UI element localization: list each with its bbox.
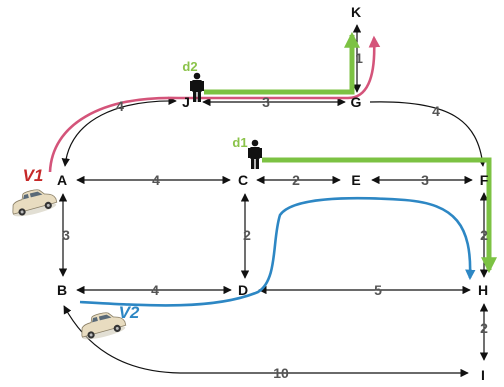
edge-weights: 4 3 1 4 4 2 3 2 3 2 4 5 2 10 [62,50,488,381]
route-v1 [48,35,381,173]
edge-B-I [63,305,469,378]
vehicle-v1-label: V1 [23,166,44,185]
weight-G-F: 4 [432,103,440,119]
car-icon [81,312,127,340]
weight-E-F: 3 [421,172,429,188]
node-G: G [351,94,362,110]
route-d2 [204,31,361,95]
vehicle-v1: V1 [12,166,58,217]
node-J: J [182,94,190,110]
node-D: D [238,282,248,298]
weight-B-D: 4 [151,282,159,298]
car-icon [12,189,58,217]
node-H: H [478,282,488,298]
weight-G-K: 1 [355,50,363,66]
routes [48,31,498,307]
person-icon [190,72,204,102]
edge-J-A [61,96,177,167]
node-B: B [57,282,67,298]
weight-B-I: 10 [273,365,289,381]
edges [58,24,489,378]
node-I: I [481,367,485,383]
person-d2: d2 [182,59,204,102]
person-icon [248,139,262,169]
node-K: K [351,4,361,20]
person-d1-label: d1 [232,135,247,150]
vehicle-v2-label: V2 [119,303,140,322]
person-d2-label: d2 [182,59,197,74]
node-E: E [351,172,360,188]
weight-J-A: 4 [116,98,124,114]
edge-G-F [369,101,487,167]
weight-A-B: 3 [62,227,70,243]
weight-H-I: 2 [480,320,488,336]
person-d1: d1 [232,135,262,169]
route-v2 [79,196,476,307]
node-F: F [480,172,489,188]
weight-J-G: 3 [262,94,270,110]
route-d1 [262,157,498,274]
nodes: A B C D E F G H I J K [57,4,489,383]
weight-C-D: 2 [243,227,251,243]
weight-C-E: 2 [292,172,300,188]
node-C: C [238,172,248,188]
vehicle-v2: V2 [81,303,140,340]
weight-D-H: 5 [374,282,382,298]
weight-F-H: 2 [480,227,488,243]
node-A: A [57,172,67,188]
weight-A-C: 4 [152,172,160,188]
